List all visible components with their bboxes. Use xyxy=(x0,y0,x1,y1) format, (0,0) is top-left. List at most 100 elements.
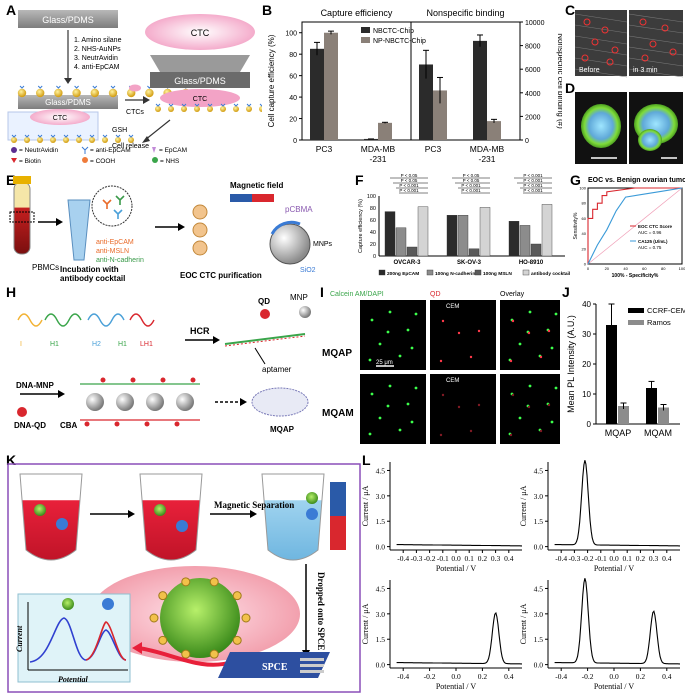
magnet-icon xyxy=(230,194,252,202)
qd-label: QD xyxy=(258,297,270,306)
mnp-bead xyxy=(116,393,134,411)
xtick-label: 0.0 xyxy=(609,554,619,563)
sio2-label: SiO2 xyxy=(300,267,316,274)
gold-nanoparticle xyxy=(207,106,213,112)
header-nonspecific: Nonspecific binding xyxy=(426,8,504,18)
cell-dot xyxy=(406,402,410,406)
xtick-label: 0.0 xyxy=(609,672,619,681)
ytick-label: 100 xyxy=(367,194,376,200)
ytick-label: 3.0 xyxy=(534,492,544,501)
voltammogram-trace xyxy=(554,460,680,547)
aptamer-label: aptamer xyxy=(262,365,292,374)
qd-dot xyxy=(511,319,515,323)
cell-dot xyxy=(410,346,414,350)
legend-swatch xyxy=(426,269,434,276)
ytick-label: 4.5 xyxy=(376,584,386,593)
bar xyxy=(417,206,429,257)
cell-dot xyxy=(410,420,414,424)
xtick-label: 0.4 xyxy=(662,672,672,681)
header-capture: Capture efficiency xyxy=(321,8,393,18)
xtick-label: -0.4 xyxy=(555,554,567,563)
mnps-label: MNPs xyxy=(313,241,333,248)
bar xyxy=(519,225,531,257)
incubation-tube xyxy=(67,199,91,261)
ytick-label: 20 xyxy=(370,242,376,248)
cooh-icon xyxy=(82,157,88,163)
inset-potential-label: Potential xyxy=(58,675,89,684)
gold-nanoparticle xyxy=(168,106,174,112)
xtick-label: 40 xyxy=(623,266,628,271)
grid-line xyxy=(574,13,628,23)
bar xyxy=(618,406,629,424)
cell-dot xyxy=(388,310,392,314)
panel-i-images: Calcein AM/DAPI QD Overlay MQAP MQAM CEM… xyxy=(322,291,560,444)
signal-probe xyxy=(209,649,219,659)
gold-nanoparticle xyxy=(17,88,27,98)
legend-auc: AUC = 0.96 xyxy=(638,230,662,235)
pvalue: P < 0.001 xyxy=(523,183,543,188)
grid-line xyxy=(574,24,628,34)
legend-label: CA125 (U/mL) xyxy=(638,239,668,244)
cell-dot xyxy=(378,342,382,346)
panel-label-c: C xyxy=(565,2,576,18)
cell-dot xyxy=(550,346,554,350)
legend-swatch xyxy=(474,269,482,276)
antibody-mark xyxy=(259,103,262,107)
panel-label-j: J xyxy=(562,284,570,300)
panel-e-schematic: PBMCs anti-EpCAM anti-MSLN anti-N-cadher… xyxy=(9,176,333,283)
xlabel: Potential / V xyxy=(436,564,477,573)
xtick-label: 100 xyxy=(679,266,685,271)
grid-line xyxy=(628,24,684,34)
ytick-right-label: 8000 xyxy=(525,44,541,51)
row-mqap: MQAP xyxy=(322,348,352,359)
ytick-label: 0.0 xyxy=(376,543,386,552)
legend-swatch xyxy=(361,37,370,43)
ytick-label: 1.5 xyxy=(376,517,386,526)
ytick-label: 100 xyxy=(579,186,586,191)
qd-dot xyxy=(527,331,531,335)
panel-label-l: L xyxy=(362,452,371,468)
ylabel: Current / μA xyxy=(362,603,370,644)
bar xyxy=(384,211,396,257)
glass-label-top: Glass/PDMS xyxy=(42,15,94,25)
xtick-label: 80 xyxy=(661,266,666,271)
legend-auc: AUC = 0.75 xyxy=(638,245,662,250)
antibody-mark xyxy=(92,85,98,89)
pvalue: P < 0.001 xyxy=(523,188,543,193)
panel-label-e: E xyxy=(6,172,16,188)
gold-nanoparticle xyxy=(194,106,200,112)
ytick-label: 10 xyxy=(582,390,591,399)
xtick-label: MQAM xyxy=(644,428,672,438)
xtick-label: 0.1 xyxy=(465,554,475,563)
panel-label-a: A xyxy=(6,2,17,18)
qd-dot xyxy=(547,329,551,333)
ytick-right-label: 6000 xyxy=(525,67,541,74)
ctcs-icon xyxy=(129,84,141,92)
cell-circle xyxy=(591,38,599,46)
signal-probe xyxy=(149,613,159,623)
cell-dot xyxy=(368,432,372,436)
gold-nanoparticle xyxy=(90,88,100,98)
bar-capture xyxy=(364,138,378,140)
xtick-label: 20 xyxy=(605,266,610,271)
signal-probe xyxy=(181,649,191,659)
anti-epcam-label: anti-EpCAM xyxy=(96,239,134,246)
cell-dot xyxy=(414,312,418,316)
ytick-right-label: 4000 xyxy=(525,91,541,98)
cell-zoom xyxy=(160,578,240,658)
pvalue: P < 0.05 xyxy=(401,173,418,178)
ytick-right-label: 0 xyxy=(525,138,529,145)
pvalue: P < 0.001 xyxy=(523,173,543,178)
col-qd: QD xyxy=(430,291,441,298)
release-label: Cell release xyxy=(112,143,149,150)
incubation-label-1: Incubation with xyxy=(60,265,119,274)
panel-a-schematic: Glass/PDMS 1. Amino silane 2. NHS-AuNPs … xyxy=(7,10,262,165)
anti-msln-label: anti-MSLN xyxy=(96,248,129,255)
step-4: 4. anti-EpCAM xyxy=(74,64,120,71)
xtick-label: 0.4 xyxy=(504,554,514,563)
qd-dot xyxy=(190,377,196,383)
ctc-label: CTC xyxy=(191,28,210,38)
xtick-label: 0.2 xyxy=(636,554,646,563)
sample-tube-2 xyxy=(139,473,203,561)
antibody-mark xyxy=(37,134,43,138)
